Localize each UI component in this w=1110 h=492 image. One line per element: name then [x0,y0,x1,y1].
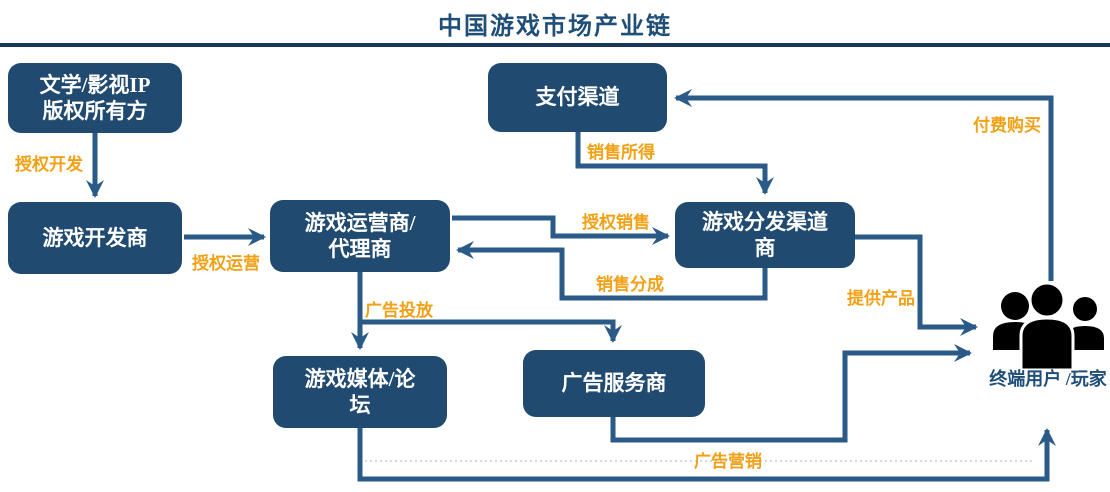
node-ad-service-label: 广告服务商 [561,371,667,396]
edge-sales-income [575,131,774,195]
node-media-line2: 坛 [349,393,371,417]
end-users-group-icon [993,281,1104,372]
node-distributor-line1: 游戏分发渠道 [702,209,828,234]
node-developer: 游戏开发商 [8,202,182,274]
flow-label-provide-product: 提供产品 [847,289,915,308]
flow-label-authorize-operate: 授权运营 [192,254,260,273]
node-ip-owner-line2: 版权所有方 [42,99,148,123]
flow-label-ad-placement: 广告投放 [365,301,433,320]
node-distributor-line2: 商 [754,236,776,260]
flow-label-authorize-develop: 授权开发 [15,155,83,174]
edge-paid-purchase [674,89,1054,281]
edge-sales-share [456,241,768,301]
end-user-label-line2: /玩家 [1065,369,1107,389]
node-ip-owner-line1: 文学/影视IP [39,72,151,97]
node-payment: 支付渠道 [488,63,667,132]
edge-ad-marketing [610,344,972,443]
node-ad-service: 广告服务商 [523,350,705,417]
flow-label-authorize-sell: 授权销售 [582,213,650,232]
node-operator-line2: 代理商 [328,237,392,261]
node-operator-line1: 游戏运营商/ [304,210,416,235]
node-operator: 游戏运营商/ 代理商 [270,200,450,272]
flow-label-ad-marketing: 广告营销 [694,452,762,471]
node-distributor: 游戏分发渠道 商 [675,202,855,268]
node-ip-owner: 文学/影视IP 版权所有方 [8,63,182,133]
node-payment-label: 支付渠道 [535,85,620,110]
node-media: 游戏媒体/论 坛 [273,356,447,428]
end-user-label-line1: 终端用户 [989,369,1062,389]
edge-authorize-sell [452,215,670,245]
node-media-line1: 游戏媒体/论 [304,366,416,391]
edge-ad-placement-adservice [360,319,622,343]
flow-label-sales-share: 销售分成 [596,275,664,294]
node-developer-label: 游戏开发商 [42,225,148,250]
end-user-label: 终端用户 /玩家 [980,368,1110,391]
edge-media-to-user [357,426,1056,482]
page-title: 中国游戏市场产业链 [438,14,672,40]
edge-provide-product [855,234,978,336]
title-underline [0,43,1110,47]
flow-label-sales-income: 销售所得 [587,143,655,162]
flow-label-paid-purchase: 付费购买 [973,116,1041,135]
